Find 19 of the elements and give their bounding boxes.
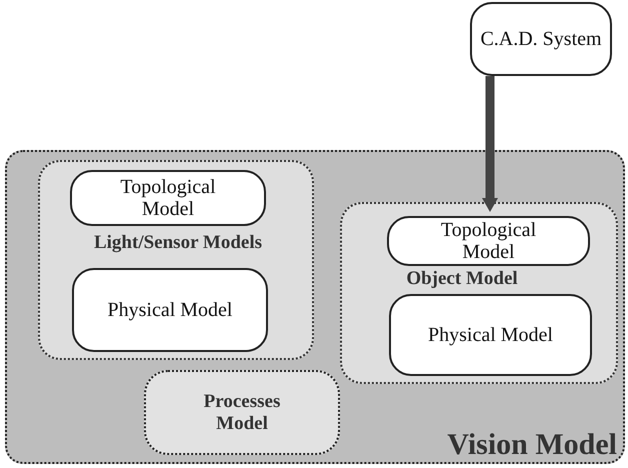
group-container — [38, 160, 314, 360]
container-heading: Light/Sensor Models — [92, 232, 264, 254]
model-box — [389, 294, 592, 376]
box-label: Topological Model — [440, 219, 538, 263]
container-heading: Vision Model — [446, 428, 617, 462]
box-label: Physical Model — [106, 299, 234, 321]
model-box — [72, 268, 268, 352]
model-box — [470, 2, 612, 76]
model-box — [387, 216, 590, 266]
box-label: Physical Model — [427, 324, 554, 346]
box-label: C.A.D. System — [479, 28, 603, 50]
container-heading: Object Model — [405, 268, 519, 290]
group-container — [340, 202, 618, 384]
arrow — [482, 76, 498, 212]
model-box — [70, 170, 266, 226]
box-label: Processes Model — [202, 390, 282, 434]
box-label: Topological Model — [119, 176, 217, 220]
model-box — [144, 370, 340, 455]
outer-container — [5, 150, 625, 464]
